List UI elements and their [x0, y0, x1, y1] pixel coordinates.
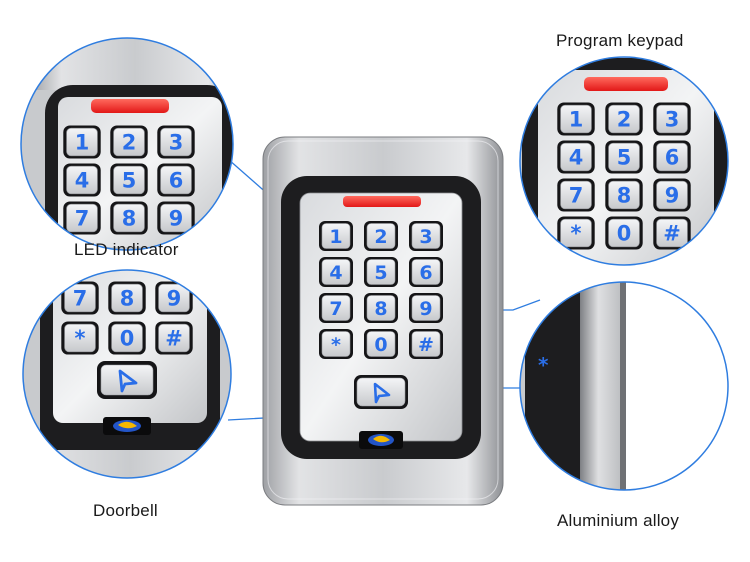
key-hash: # — [154, 321, 194, 355]
key-label: 2 — [122, 131, 137, 155]
key-label: 9 — [169, 207, 184, 231]
key-9: 9 — [154, 281, 194, 315]
key-2: 2 — [109, 125, 149, 159]
key-label: 8 — [374, 298, 387, 320]
key-label: 3 — [665, 108, 680, 132]
key-label: 6 — [419, 262, 432, 284]
key-label: * — [75, 327, 86, 351]
label-aluminium-alloy: Aluminium alloy — [557, 511, 680, 530]
key-label: # — [165, 327, 183, 351]
key-star: * — [318, 328, 354, 360]
key-label: * — [571, 222, 582, 246]
label-program-keypad: Program keypad — [556, 31, 684, 50]
key-label: 7 — [73, 287, 88, 311]
key-7: 7 — [62, 201, 102, 235]
key-label: 5 — [617, 146, 632, 170]
zoom-led-indicator: 1 2 3 4 5 6 7 8 9 — [20, 37, 234, 251]
main-keypad-grid: 1 2 3 4 5 6 7 8 9 * 0 # — [318, 220, 444, 360]
key-label: 5 — [122, 169, 137, 193]
key-label: 0 — [617, 222, 632, 246]
label-led-indicator: LED indicator — [74, 240, 179, 259]
key-9: 9 — [156, 201, 196, 235]
zoom-doorbell: 7 8 9 * 0 # — [22, 269, 232, 479]
svg-text:*: * — [538, 353, 549, 377]
key-label: 9 — [665, 184, 680, 208]
key-2: 2 — [363, 220, 399, 252]
key-2: 2 — [604, 102, 644, 136]
key-8: 8 — [363, 292, 399, 324]
key-1: 1 — [556, 102, 596, 136]
key-0: 0 — [107, 321, 147, 355]
key-1: 1 — [62, 125, 102, 159]
zoom-program-keypad: 1 2 3 4 5 6 7 8 9 * 0 # — [519, 56, 729, 266]
key-7: 7 — [556, 178, 596, 212]
key-label: 2 — [374, 226, 387, 248]
key-4: 4 — [318, 256, 354, 288]
key-5: 5 — [109, 163, 149, 197]
key-label: 7 — [75, 207, 90, 231]
key-label: 1 — [329, 226, 342, 248]
key-0: 0 — [363, 328, 399, 360]
key-label: 8 — [122, 207, 137, 231]
key-5: 5 — [604, 140, 644, 174]
key-label: # — [418, 334, 434, 356]
key-label: 0 — [120, 327, 135, 351]
key-hash: # — [408, 328, 444, 360]
key-hash: # — [652, 216, 692, 250]
key-label: 1 — [75, 131, 90, 155]
key-label: 0 — [374, 334, 387, 356]
key-label: 6 — [665, 146, 680, 170]
key-8: 8 — [107, 281, 147, 315]
doorbell-button — [354, 375, 408, 409]
key-label: 9 — [419, 298, 432, 320]
key-6: 6 — [652, 140, 692, 174]
key-label: 8 — [120, 287, 135, 311]
key-label: 7 — [569, 184, 584, 208]
key-label: * — [331, 334, 341, 356]
key-7: 7 — [60, 281, 100, 315]
key-label: 1 — [569, 108, 584, 132]
key-3: 3 — [652, 102, 692, 136]
bell-arrow-icon — [373, 382, 391, 404]
key-label: 6 — [169, 169, 184, 193]
key-star: * — [556, 216, 596, 250]
led-indicator — [343, 196, 421, 207]
key-0: 0 — [604, 216, 644, 250]
key-label: 4 — [75, 169, 90, 193]
key-star: * — [60, 321, 100, 355]
key-label: 5 — [374, 262, 387, 284]
key-5: 5 — [363, 256, 399, 288]
key-8: 8 — [109, 201, 149, 235]
key-label: 4 — [569, 146, 584, 170]
key-label: 3 — [419, 226, 432, 248]
key-9: 9 — [652, 178, 692, 212]
key-label: 2 — [617, 108, 632, 132]
key-3: 3 — [408, 220, 444, 252]
key-4: 4 — [62, 163, 102, 197]
key-7: 7 — [318, 292, 354, 324]
key-label: # — [663, 222, 681, 246]
key-label: 3 — [169, 131, 184, 155]
key-3: 3 — [156, 125, 196, 159]
zoom-aluminium-alloy: * — [519, 281, 729, 491]
key-6: 6 — [408, 256, 444, 288]
key-label: 4 — [329, 262, 342, 284]
key-8: 8 — [604, 178, 644, 212]
key-1: 1 — [318, 220, 354, 252]
key-label: 8 — [617, 184, 632, 208]
key-label: 7 — [329, 298, 342, 320]
label-doorbell: Doorbell — [93, 501, 158, 520]
key-label: 9 — [167, 287, 182, 311]
key-6: 6 — [156, 163, 196, 197]
key-9: 9 — [408, 292, 444, 324]
key-4: 4 — [556, 140, 596, 174]
brand-logo — [359, 431, 403, 449]
access-keypad-device: 1 2 3 4 5 6 7 8 9 * 0 # — [262, 136, 504, 506]
